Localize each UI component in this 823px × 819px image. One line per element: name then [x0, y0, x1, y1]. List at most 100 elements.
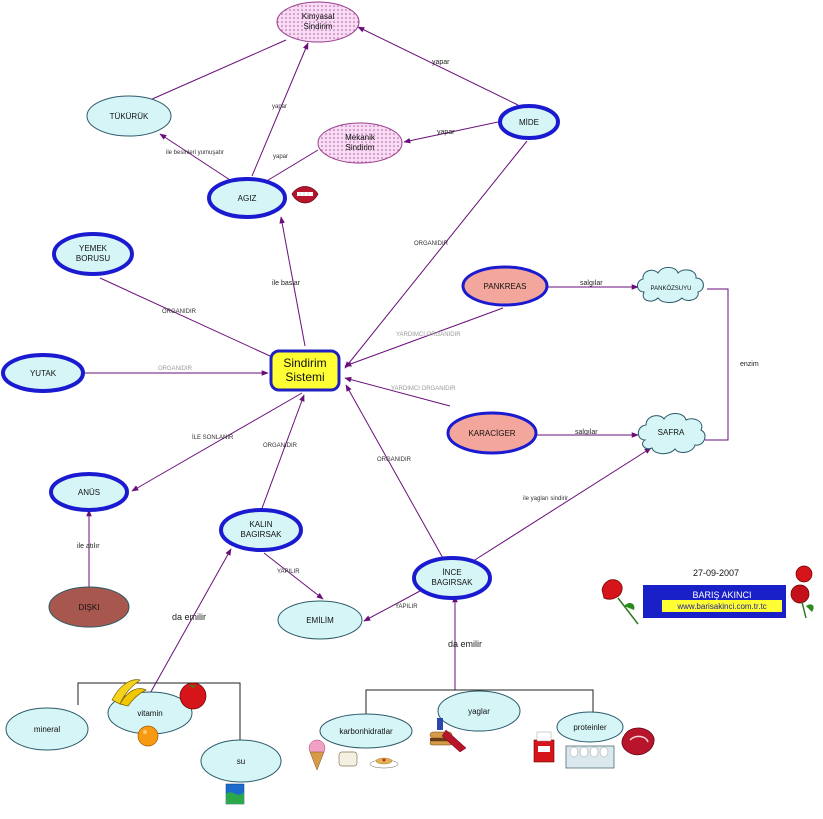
label-ile-sonlanir: İLE SONLANIR: [192, 434, 234, 441]
link-ince-emilim: [363, 590, 421, 622]
node-yemek-borusu[interactable]: YEMEK BORUSU: [52, 232, 134, 276]
label-enzim: enzim: [740, 361, 759, 368]
node-agiz-label: AGIZ: [238, 194, 257, 203]
rose-icon: [601, 579, 639, 625]
eggs-icon: [565, 745, 615, 769]
footer-date: 27-09-2007: [693, 568, 739, 578]
link-center-anus: [131, 392, 303, 492]
node-kimyasal-sindirim[interactable]: Kimyasal Sindirim: [276, 1, 360, 43]
node-ince-line2: BAGIRSAK: [432, 578, 474, 587]
node-emilim-label: EMİLİM: [306, 616, 334, 625]
node-vitamin-label: vitamin: [137, 709, 162, 718]
label-yardimci-karaciger: YARDIMCI ORGANIDIR: [391, 386, 456, 392]
label-organidir-kalin: ORGANIDIR: [263, 443, 298, 449]
node-mineral-label: mineral: [34, 725, 60, 734]
label-ile-besinleri: ile besinleri yumuşatır: [166, 150, 224, 156]
node-proteinler-label: proteinler: [573, 723, 607, 732]
node-safra[interactable]: SAFRA: [637, 413, 706, 455]
node-pankreas[interactable]: PANKREAS: [461, 265, 549, 307]
link-kalin-center: [260, 394, 305, 512]
node-yemek-line1: YEMEK: [79, 244, 108, 253]
author-name: BARIŞ AKINCI: [692, 590, 751, 600]
author-url[interactable]: www.barisakinci.com.tr.tc: [676, 602, 766, 611]
node-sindirim-sistemi[interactable]: Sindirim Sistemi: [269, 349, 341, 392]
link-mide-kimyasal: [357, 26, 519, 106]
node-mide[interactable]: MİDE: [498, 104, 560, 140]
node-karbonhidratlar[interactable]: karbonhidratlar: [319, 713, 413, 749]
node-pankreas-label: PANKREAS: [484, 282, 527, 291]
link-yemek-center: [99, 277, 271, 357]
node-diski[interactable]: DIŞKI: [48, 586, 130, 628]
node-proteinler[interactable]: proteinler: [556, 711, 624, 743]
node-karaciger[interactable]: KARACİGER: [446, 411, 538, 455]
label-yapar-agiz-kimyasal: yapar: [272, 104, 287, 110]
link-kalin-emilim: [263, 552, 324, 600]
center-line2: Sistemi: [285, 370, 324, 384]
node-mekanik-sindirim[interactable]: Mekanik Sindirim: [317, 122, 403, 164]
orange-icon: [137, 725, 159, 747]
node-emilim[interactable]: EMİLİM: [277, 600, 363, 640]
link-agiz-tukuruk: [159, 133, 231, 181]
bread-icon: [338, 751, 358, 767]
link-enzim: [705, 288, 729, 441]
node-anus[interactable]: ANÜS: [49, 472, 129, 512]
node-pankozsuyu[interactable]: PANKÖZSUYU: [637, 266, 704, 303]
mouth-icon: [291, 186, 319, 204]
water-icon: [225, 783, 245, 805]
meat-icon: [621, 727, 655, 756]
label-salgilar-pankreas: salgılar: [580, 280, 603, 287]
link-mide-mekanik: [403, 121, 499, 144]
node-karbonhidratlar-label: karbonhidratlar: [339, 727, 393, 736]
label-yapar-mide-kimyasal: yapar: [432, 59, 450, 66]
link-center-agiz: [279, 216, 306, 347]
link-mide-center: [344, 140, 528, 369]
link-labels: yapar yapar yapar yapar ile besinleri yu…: [77, 59, 759, 649]
node-kalin-bagirsak[interactable]: KALIN BAGIRSAK: [219, 508, 303, 552]
node-yemek-line2: BORUSU: [76, 254, 110, 263]
node-ince-line1: İNCE: [442, 568, 461, 577]
node-anus-label: ANÜS: [78, 488, 100, 497]
link-ince-safra: [469, 447, 652, 564]
link-agiz-mekanik: [264, 149, 319, 183]
node-ince-bagirsak[interactable]: İNCE BAGIRSAK: [412, 556, 492, 600]
label-organidir-mide: ORGANIDIR: [414, 241, 449, 247]
label-yardimci-pankreas: YARDIMCI ORGANIDIR: [396, 332, 461, 338]
link-ince-center: [345, 384, 445, 561]
node-safra-label: SAFRA: [658, 428, 685, 437]
node-kimyasal-line2: Sindirim: [304, 22, 333, 31]
label-organidir-yemek: ORGANIDIR: [162, 309, 197, 315]
node-yaglar-label: yaglar: [468, 707, 490, 716]
pasta-icon: [369, 757, 399, 769]
node-mekanik-line1: Mekanik: [345, 133, 376, 142]
label-yapar-agiz-mekanik: yapar: [273, 154, 288, 160]
label-organidir-yutak: ORGANIDIR: [158, 366, 193, 372]
label-da-emilir-kalin: da emilir: [172, 612, 206, 622]
node-agiz[interactable]: AGIZ: [207, 177, 287, 219]
node-tukuruk[interactable]: TÜKÜRÜK: [86, 95, 172, 137]
node-yaglar[interactable]: yaglar: [437, 690, 521, 732]
label-da-emilir-ince: da emilir: [448, 639, 482, 649]
node-mekanik-line2: Sindirim: [346, 143, 375, 152]
label-yapar-mide-mekanik: yapar: [437, 129, 455, 136]
connectors: [85, 26, 729, 698]
burger-icon: [429, 718, 467, 753]
link-karaciger-center: [344, 376, 451, 407]
center-line1: Sindirim: [283, 356, 326, 370]
node-kalin-line2: BAGIRSAK: [241, 530, 283, 539]
node-yutak-label: YUTAK: [30, 369, 57, 378]
tomato-icon: [179, 682, 207, 710]
node-kalin-line1: KALIN: [249, 520, 272, 529]
ice-cream-icon: [308, 739, 326, 771]
node-su[interactable]: su: [200, 739, 282, 783]
node-mineral[interactable]: mineral: [5, 707, 89, 751]
node-yutak[interactable]: YUTAK: [1, 353, 85, 393]
label-ile-yaglari: ile yagları sindirir: [523, 496, 568, 502]
label-salgilar-karaciger: salgılar: [575, 429, 598, 436]
node-mide-label: MİDE: [519, 118, 539, 127]
node-pankozsuyu-label: PANKÖZSUYU: [651, 285, 692, 292]
node-su-label: su: [237, 757, 245, 766]
node-tukuruk-label: TÜKÜRÜK: [110, 112, 149, 121]
link-tukuruk-kimyasal: [149, 39, 287, 101]
link-pankreas-center: [344, 307, 504, 367]
